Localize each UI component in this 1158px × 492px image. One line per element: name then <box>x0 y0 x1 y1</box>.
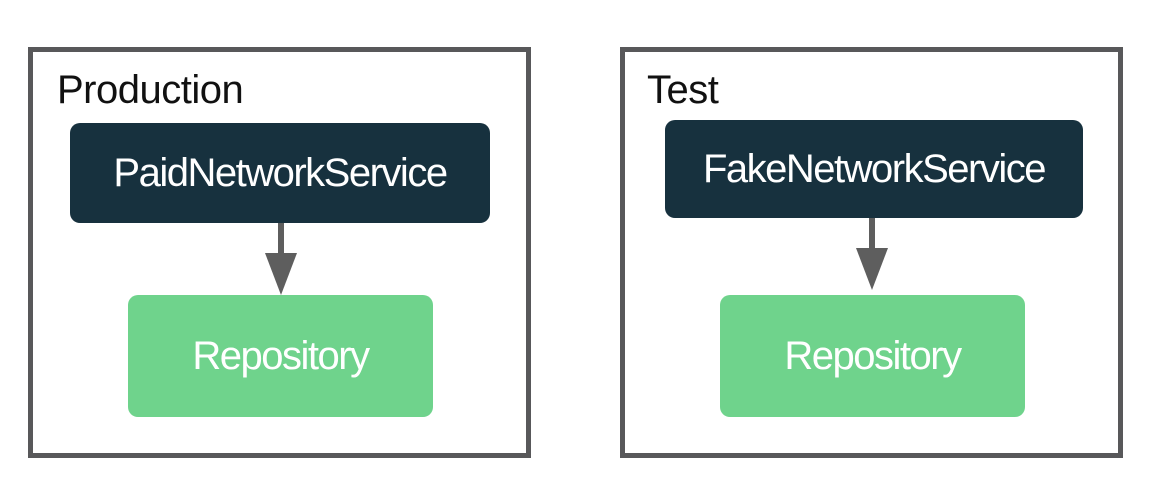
production-group-label: Production <box>57 68 244 112</box>
production-arrow-shaft <box>278 223 284 257</box>
test-group-box: Test FakeNetworkService Repository <box>620 47 1123 458</box>
test-group-label: Test <box>647 68 719 112</box>
paid-network-service-node: PaidNetworkService <box>70 123 490 223</box>
production-repository-node-label: Repository <box>192 333 370 378</box>
production-arrow-head-icon <box>265 253 297 295</box>
test-repository-node-label: Repository <box>784 333 962 378</box>
paid-network-service-node-label: PaidNetworkService <box>113 150 448 195</box>
fake-network-service-node: FakeNetworkService <box>665 120 1083 218</box>
production-repository-node: Repository <box>128 295 433 417</box>
production-group-box: Production PaidNetworkService Repository <box>28 47 531 458</box>
test-arrow-head-icon <box>856 248 888 290</box>
test-arrow-shaft <box>869 218 875 252</box>
fake-network-service-node-label: FakeNetworkService <box>702 146 1047 191</box>
test-repository-node: Repository <box>720 295 1025 417</box>
